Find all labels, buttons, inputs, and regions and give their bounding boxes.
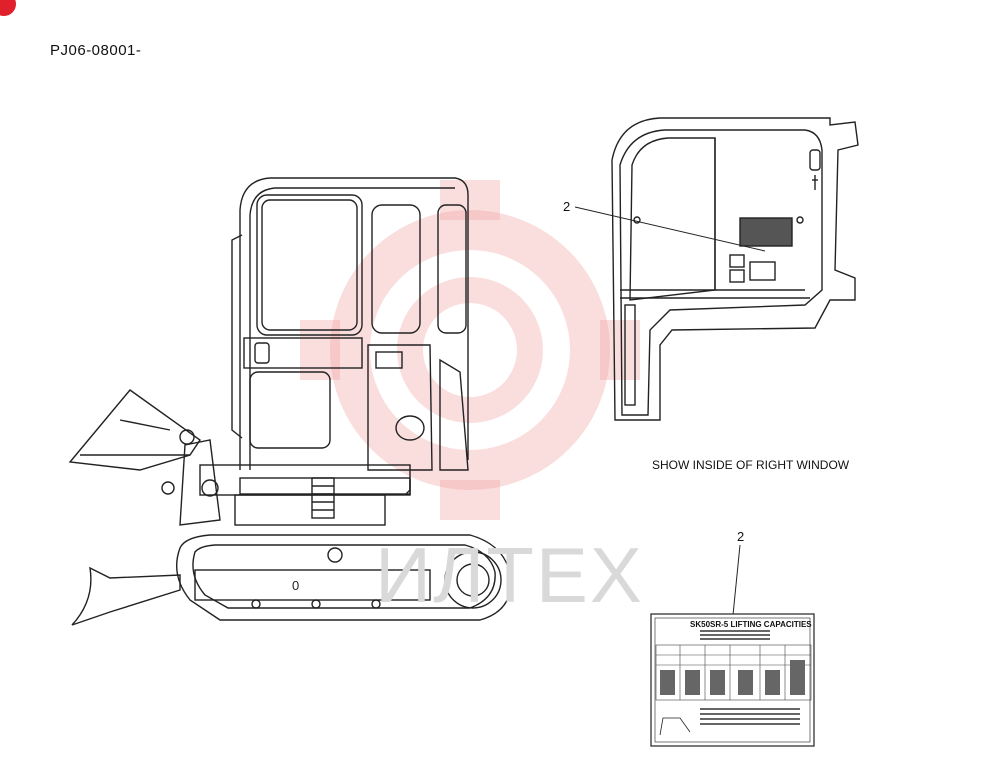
watermark-logo <box>330 210 610 490</box>
lifting-capacity-decal <box>650 613 815 747</box>
excavator-drawing <box>68 177 512 626</box>
leader-line-top <box>574 206 766 252</box>
crawler-mark: 0 <box>292 578 299 593</box>
leader-line-bottom <box>732 544 741 616</box>
right-window-view <box>611 117 859 421</box>
part-code-label: PJ06-08001- <box>50 42 142 59</box>
view-caption: SHOW INSIDE OF RIGHT WINDOW <box>652 458 850 472</box>
decal-title: SK50SR-5 LIFTING CAPACITIES <box>690 620 812 629</box>
callout-number-bottom: 2 <box>737 529 745 544</box>
corner-badge <box>0 0 16 16</box>
watermark-text: ИЛТЕХ <box>375 531 644 619</box>
callout-number-top: 2 <box>563 199 571 214</box>
